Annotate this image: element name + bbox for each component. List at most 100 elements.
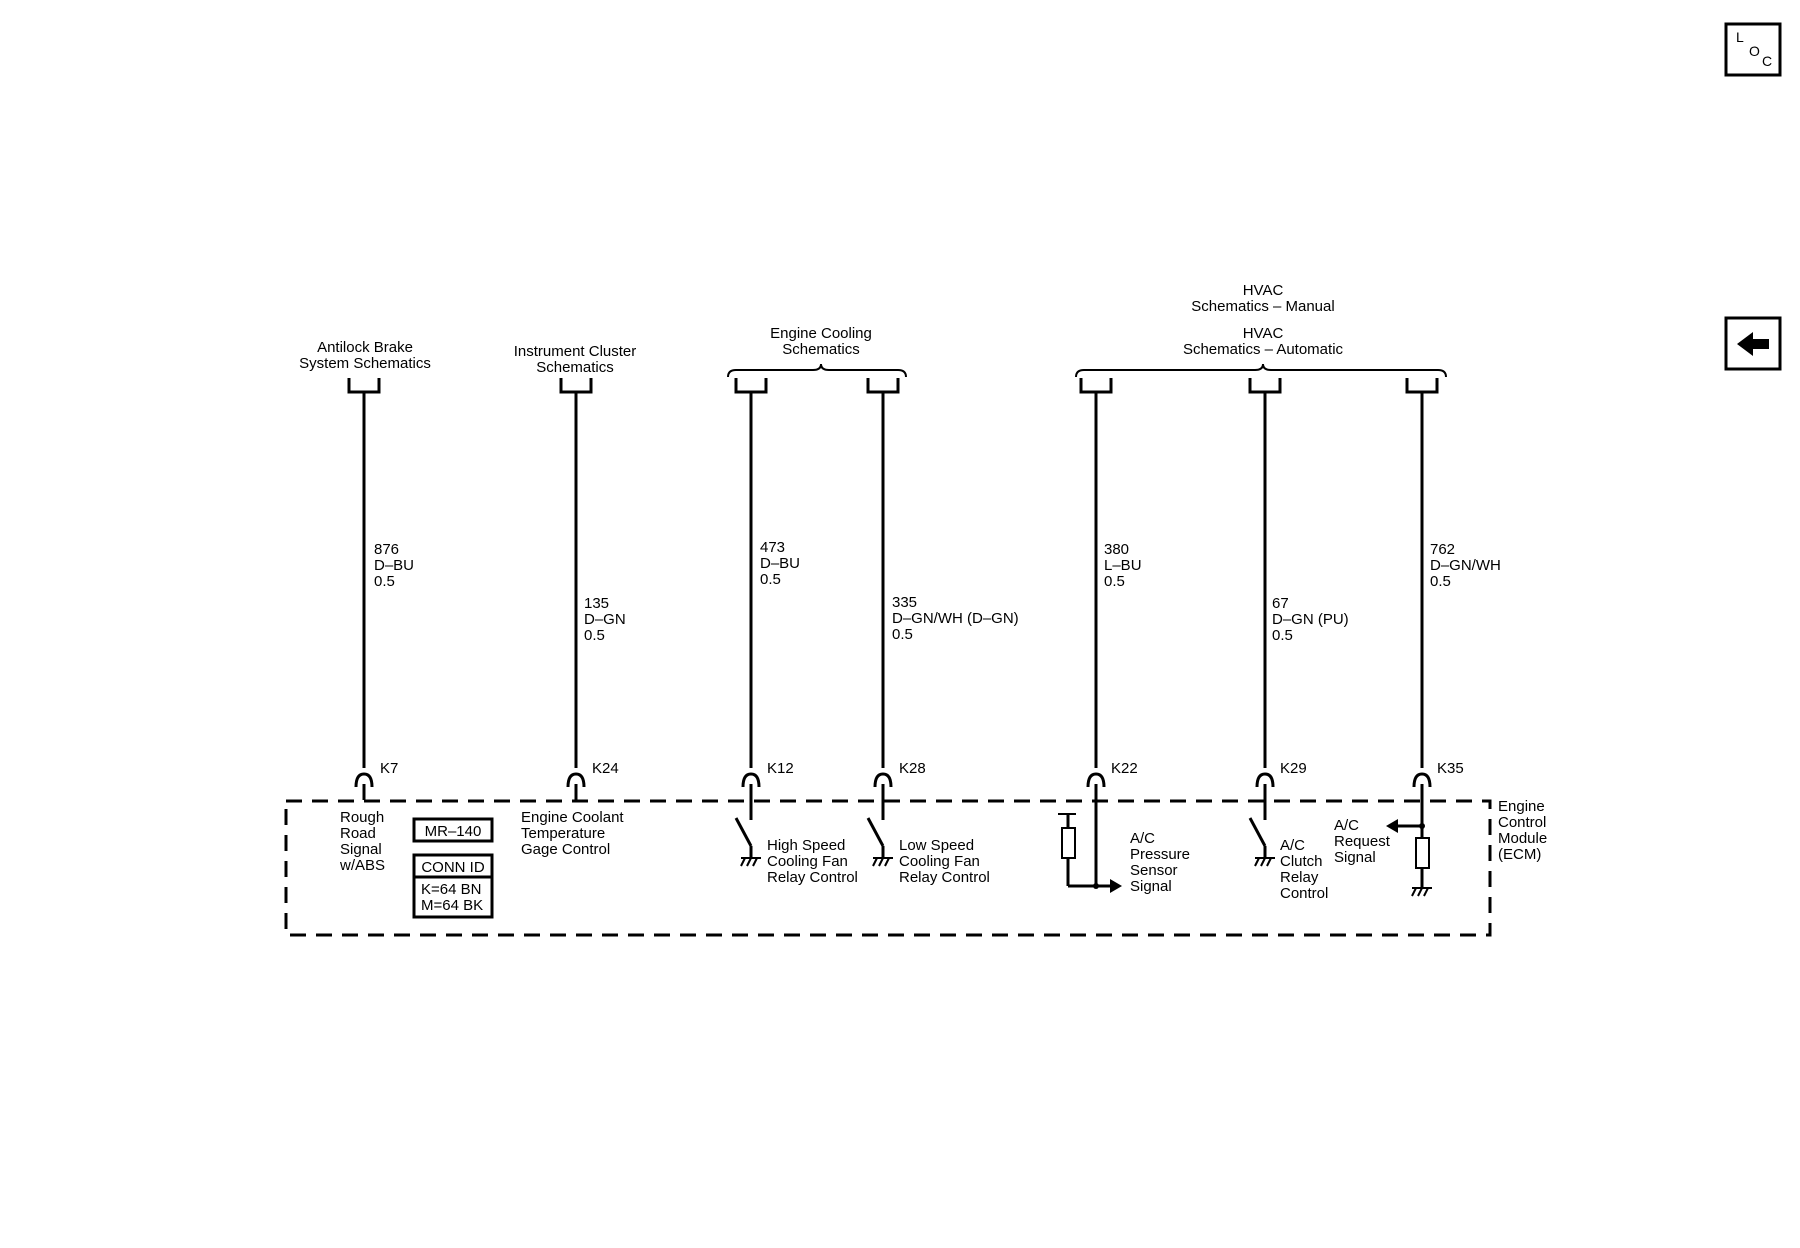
- svg-text:Temperature: Temperature: [521, 825, 605, 842]
- svg-text:0.5: 0.5: [374, 573, 395, 590]
- ground-icon: [872, 857, 893, 867]
- loc-letter-l: L: [1736, 29, 1744, 45]
- svg-text:0.5: 0.5: [584, 627, 605, 644]
- svg-text:MR–140: MR–140: [425, 823, 482, 840]
- circuit-label-67: 67 D–GN (PU) 0.5: [1272, 595, 1349, 644]
- svg-text:Rough: Rough: [340, 809, 384, 826]
- function-label-k7: Rough Road Signal w/ABS: [339, 809, 385, 874]
- svg-text:Relay Control: Relay Control: [767, 869, 858, 886]
- header-abs: Antilock Brake System Schematics: [299, 339, 431, 372]
- svg-text:Engine Cooling: Engine Cooling: [770, 325, 872, 342]
- circuit-label-335: 335 D–GN/WH (D–GN) 0.5: [892, 594, 1019, 643]
- wire-k29: [1248, 378, 1282, 806]
- svg-text:A/C: A/C: [1280, 837, 1305, 854]
- svg-text:(ECM): (ECM): [1498, 846, 1541, 863]
- svg-text:Cooling Fan: Cooling Fan: [767, 853, 848, 870]
- svg-text:0.5: 0.5: [760, 571, 781, 588]
- ground-icon: [740, 857, 761, 867]
- svg-text:380: 380: [1104, 541, 1129, 558]
- circuit-label-135: 135 D–GN 0.5: [584, 595, 626, 644]
- svg-text:0.5: 0.5: [892, 626, 913, 643]
- svg-text:Schematics – Manual: Schematics – Manual: [1191, 298, 1334, 315]
- svg-text:D–GN: D–GN: [584, 611, 626, 628]
- svg-text:D–BU: D–BU: [374, 557, 414, 574]
- svg-text:0.5: 0.5: [1272, 627, 1293, 644]
- wire-k35: [1405, 378, 1439, 836]
- svg-text:D–GN/WH (D–GN): D–GN/WH (D–GN): [892, 610, 1019, 627]
- ground-icon: [1254, 857, 1275, 867]
- pin-k29: K29: [1280, 760, 1307, 777]
- svg-text:Engine Coolant: Engine Coolant: [521, 809, 624, 826]
- header-hvac-manual: HVAC Schematics – Manual: [1191, 282, 1334, 315]
- svg-text:Low Speed: Low Speed: [899, 837, 974, 854]
- loc-button[interactable]: L O C: [1724, 22, 1782, 77]
- ecm-boundary: [284, 799, 1492, 937]
- svg-text:Road: Road: [340, 825, 376, 842]
- svg-text:Signal: Signal: [1130, 878, 1172, 895]
- svg-text:762: 762: [1430, 541, 1455, 558]
- pin-k35: K35: [1437, 760, 1464, 777]
- svg-text:HVAC: HVAC: [1243, 282, 1284, 299]
- function-label-k24: Engine Coolant Temperature Gage Control: [521, 809, 624, 858]
- brace-hvac: [1075, 363, 1447, 378]
- svg-text:K=64 BN: K=64 BN: [421, 881, 481, 898]
- svg-text:Pressure: Pressure: [1130, 846, 1190, 863]
- svg-text:Control: Control: [1280, 885, 1328, 902]
- svg-text:System Schematics: System Schematics: [299, 355, 431, 372]
- switch-k12: [734, 806, 753, 858]
- ecm-name: Engine Control Module (ECM): [1498, 798, 1547, 863]
- svg-text:D–GN/WH: D–GN/WH: [1430, 557, 1501, 574]
- svg-text:Schematics: Schematics: [536, 359, 614, 376]
- circuit-label-473: 473 D–BU 0.5: [760, 539, 800, 588]
- pin-k12: K12: [767, 760, 794, 777]
- svg-text:Control: Control: [1498, 814, 1546, 831]
- svg-text:M=64 BK: M=64 BK: [421, 897, 483, 914]
- header-engine-cooling: Engine Cooling Schematics: [770, 325, 872, 358]
- svg-text:Antilock Brake: Antilock Brake: [317, 339, 413, 356]
- svg-text:Sensor: Sensor: [1130, 862, 1178, 879]
- function-label-k22: A/C Pressure Sensor Signal: [1130, 830, 1190, 895]
- svg-text:Clutch: Clutch: [1280, 853, 1323, 870]
- svg-text:335: 335: [892, 594, 917, 611]
- svg-text:473: 473: [760, 539, 785, 556]
- svg-text:Relay: Relay: [1280, 869, 1319, 886]
- request-signal-circuit: [1386, 819, 1430, 888]
- svg-text:0.5: 0.5: [1430, 573, 1451, 590]
- function-label-k12: High Speed Cooling Fan Relay Control: [767, 837, 858, 886]
- svg-text:D–BU: D–BU: [760, 555, 800, 572]
- brace-engine-cooling: [727, 363, 907, 378]
- wire-k28: [866, 378, 900, 806]
- svg-text:Schematics: Schematics: [782, 341, 860, 358]
- function-label-k35: A/C Request Signal: [1334, 817, 1391, 866]
- header-hvac-automatic: HVAC Schematics – Automatic: [1183, 325, 1344, 358]
- pin-k7: K7: [380, 760, 398, 777]
- pin-k28: K28: [899, 760, 926, 777]
- svg-text:A/C: A/C: [1130, 830, 1155, 847]
- svg-text:Signal: Signal: [340, 841, 382, 858]
- svg-text:D–GN (PU): D–GN (PU): [1272, 611, 1349, 628]
- svg-text:A/C: A/C: [1334, 817, 1359, 834]
- svg-text:Instrument Cluster: Instrument Cluster: [514, 343, 637, 360]
- svg-text:Cooling Fan: Cooling Fan: [899, 853, 980, 870]
- svg-text:Engine: Engine: [1498, 798, 1545, 815]
- svg-text:Signal: Signal: [1334, 849, 1376, 866]
- wire-k24: [559, 378, 593, 800]
- wire-k12: [734, 378, 768, 806]
- svg-text:135: 135: [584, 595, 609, 612]
- svg-text:High Speed: High Speed: [767, 837, 845, 854]
- svg-text:Gage Control: Gage Control: [521, 841, 610, 858]
- svg-text:HVAC: HVAC: [1243, 325, 1284, 342]
- pin-k22: K22: [1111, 760, 1138, 777]
- switch-k29: [1248, 806, 1267, 858]
- svg-text:Module: Module: [1498, 830, 1547, 847]
- circuit-label-876: 876 D–BU 0.5: [374, 541, 414, 590]
- back-button[interactable]: [1724, 316, 1782, 371]
- header-instrument-cluster: Instrument Cluster Schematics: [514, 343, 637, 376]
- conn-id-box: CONN ID K=64 BN M=64 BK: [412, 853, 494, 919]
- svg-text:L–BU: L–BU: [1104, 557, 1142, 574]
- mr-140-box: MR–140: [412, 817, 494, 843]
- pin-k24: K24: [592, 760, 619, 777]
- switch-k28: [866, 806, 885, 858]
- pressure-sensor-circuit: [1058, 813, 1122, 893]
- function-label-k29: A/C Clutch Relay Control: [1280, 837, 1328, 902]
